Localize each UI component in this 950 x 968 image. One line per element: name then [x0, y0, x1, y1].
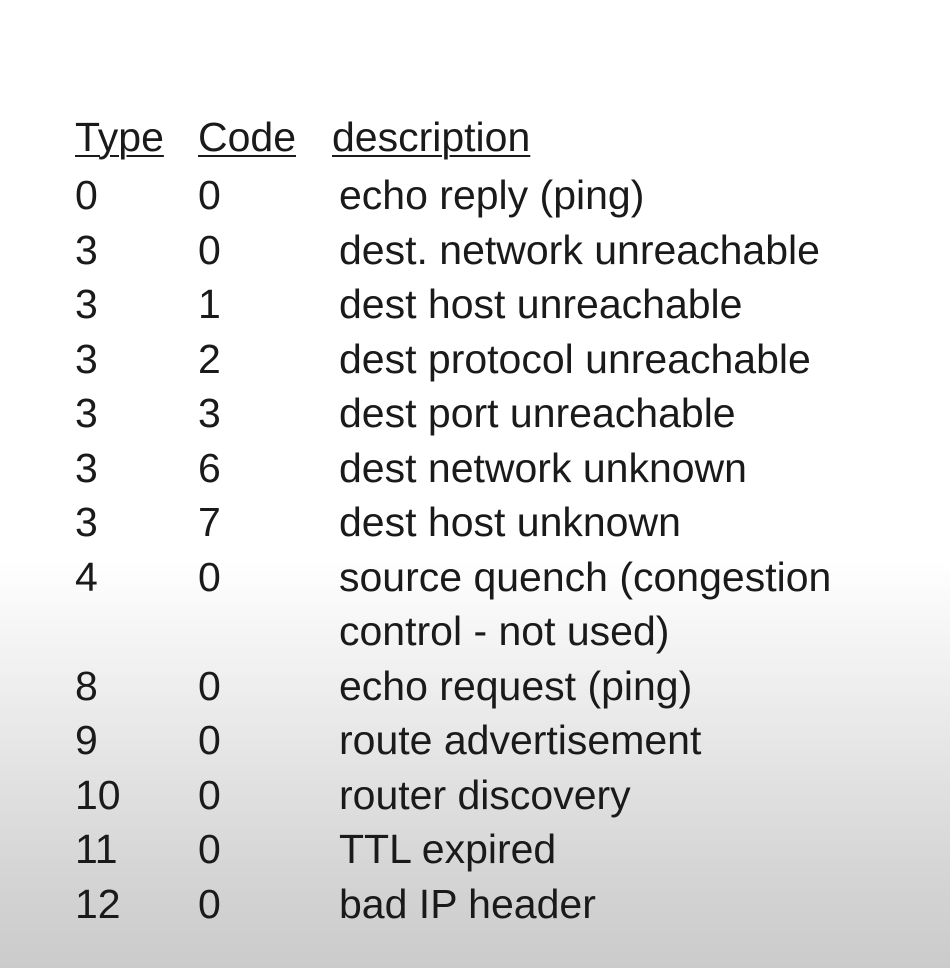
type-cell: 12 [75, 880, 121, 927]
table-row: 3 7 dest host unknown [75, 495, 925, 550]
code-cell: 0 [198, 662, 221, 709]
type-cell: 0 [75, 172, 98, 218]
code-cell: 0 [198, 880, 221, 927]
code-cell: 0 [198, 717, 221, 763]
code-cell: 7 [198, 499, 221, 545]
type-cell: 9 [75, 717, 98, 763]
description-cell: source quench (congestion control - not … [339, 553, 832, 655]
code-cell: 6 [198, 444, 221, 491]
table-row: 0 0 echo reply (ping) [75, 168, 925, 223]
description-cell: route advertisement [339, 717, 702, 763]
description-cell: bad IP header [339, 880, 596, 927]
description-cell: dest. network unreachable [339, 226, 820, 273]
type-cell: 4 [75, 553, 98, 600]
code-cell: 2 [198, 335, 221, 382]
type-cell: 3 [75, 390, 98, 436]
code-cell: 0 [198, 771, 221, 818]
table-row: 4 0 source quench (congestion control - … [75, 550, 925, 659]
description-cell: dest port unreachable [339, 390, 736, 436]
table-header-row: Type Code description [75, 114, 925, 168]
table-row: 9 0 route advertisement [75, 713, 925, 768]
type-cell: 3 [75, 281, 98, 327]
table-row: 10 0 router discovery [75, 768, 925, 823]
code-cell: 0 [198, 826, 221, 872]
type-cell: 8 [75, 662, 98, 709]
header-type: Type [75, 114, 164, 160]
table-row: 12 0 bad IP header [75, 877, 925, 932]
type-cell: 10 [75, 771, 121, 818]
type-cell: 3 [75, 335, 98, 382]
type-cell: 3 [75, 499, 98, 545]
code-cell: 0 [198, 226, 221, 273]
type-cell: 3 [75, 226, 98, 273]
description-cell: dest protocol unreachable [339, 335, 811, 382]
description-cell: dest network unknown [339, 444, 747, 491]
table-row: 3 1 dest host unreachable [75, 277, 925, 332]
table-row: 3 6 dest network unknown [75, 441, 925, 496]
code-cell: 1 [198, 281, 221, 327]
table-row: 3 2 dest protocol unreachable [75, 332, 925, 387]
code-cell: 0 [198, 553, 221, 600]
icmp-type-code-table: Type Code description 0 0 echo reply (pi… [75, 114, 925, 931]
table-row: 3 3 dest port unreachable [75, 386, 925, 441]
table-row: 11 0 TTL expired [75, 822, 925, 877]
description-cell: router discovery [339, 771, 631, 818]
description-cell: echo reply (ping) [339, 172, 645, 218]
code-cell: 0 [198, 172, 221, 218]
description-cell: echo request (ping) [339, 662, 693, 709]
code-cell: 3 [198, 390, 221, 436]
type-cell: 3 [75, 444, 98, 491]
description-cell: dest host unknown [339, 499, 681, 545]
table-row: 8 0 echo request (ping) [75, 659, 925, 714]
description-cell: TTL expired [339, 826, 557, 872]
description-cell: dest host unreachable [339, 281, 743, 327]
header-code: Code [198, 114, 297, 160]
type-cell: 11 [75, 826, 118, 872]
table-row: 3 0 dest. network unreachable [75, 223, 925, 278]
header-description: description [332, 114, 531, 160]
